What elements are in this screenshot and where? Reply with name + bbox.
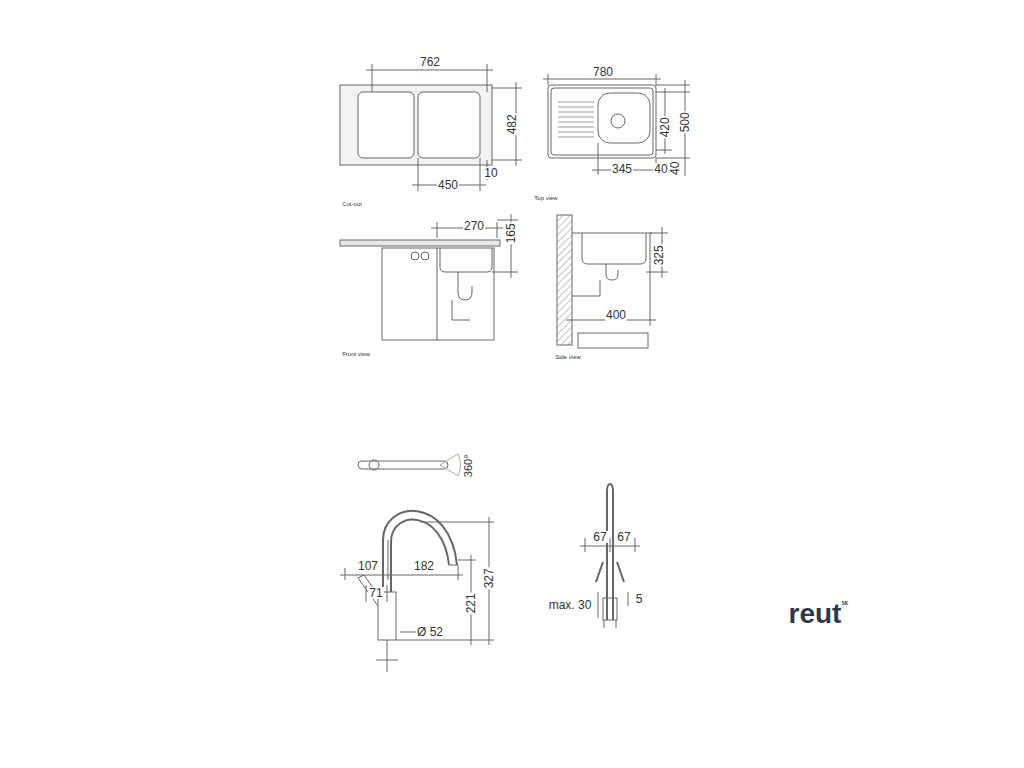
dimension-label: 67 [616, 531, 631, 544]
dimension-label: 107 [357, 560, 379, 573]
dimension-label: 67 [592, 531, 607, 544]
dimension-label: 482 [506, 113, 519, 135]
dimension-label: max. 30 [548, 599, 593, 612]
dimension-label: 270 [463, 220, 485, 233]
dimension-label: 345 [611, 163, 633, 176]
dimension-label: 182 [413, 560, 435, 573]
dimension-label: 71 [368, 587, 383, 600]
dimension-label: 10 [483, 167, 498, 180]
dimension-label: 40 [670, 160, 683, 175]
view-caption: Side view [554, 354, 582, 360]
dimension-label: Ø 52 [416, 626, 444, 639]
view-caption: Top view [533, 195, 558, 201]
dimension-label: 450 [437, 179, 459, 192]
dimension-label: 40 [653, 163, 668, 176]
dimension-label: 325 [653, 244, 666, 266]
dimension-label: 327 [483, 567, 496, 589]
dimension-label: 780 [592, 66, 614, 79]
dimension-label: 5 [635, 593, 644, 606]
logo-text: SK [841, 601, 850, 606]
dimension-label: 400 [605, 309, 627, 322]
dimension-label: 500 [679, 111, 692, 133]
dimension-label: 762 [419, 56, 441, 69]
logo-text: reut [788, 599, 843, 628]
view-caption: Cut-out [341, 201, 363, 207]
view-caption: Front view [341, 351, 371, 357]
dimension-label: 221 [465, 592, 478, 614]
dimension-label: 165 [505, 222, 518, 244]
dimension-label: 360° [462, 454, 474, 479]
dimension-label: 420 [659, 116, 672, 138]
